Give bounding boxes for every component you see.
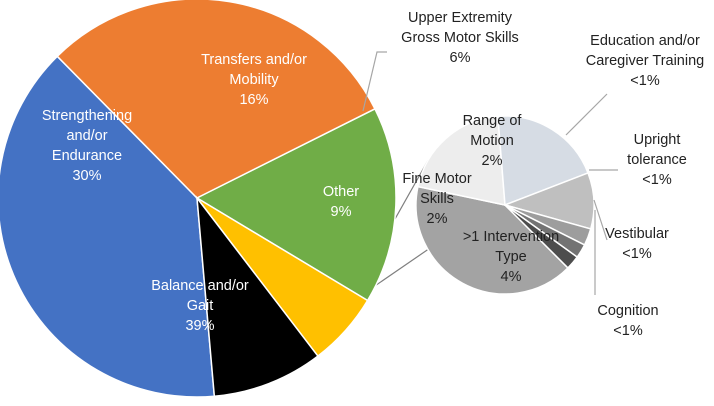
leader-line-upper-extremity — [362, 51, 387, 112]
sub-label-line: 2% — [427, 211, 448, 227]
sub-label-line: tolerance — [627, 152, 687, 168]
main-label-line: Gross Motor Skills — [401, 30, 519, 46]
main-label-line: Balance and/or — [151, 278, 249, 294]
main-slice-transfers-and-or-mobility-16 — [195, 107, 397, 302]
sub-label-line: <1% — [613, 323, 643, 339]
sub-label-line: 2% — [482, 153, 503, 169]
sub-label-line: >1 Intervention — [463, 229, 559, 245]
main-label-line: Strengthening — [42, 108, 132, 124]
main-label-line: Transfers and/or — [201, 52, 307, 68]
main-pie — [0, 0, 397, 398]
sub-label-cognition-1: Cognition <1% — [597, 303, 658, 339]
main-label-line: 16% — [239, 92, 268, 108]
main-label-line: Mobility — [229, 72, 279, 88]
secondary-pie — [415, 115, 595, 295]
sub-slice-1-intervention-type-4 — [415, 185, 569, 295]
sub-label-line: <1% — [642, 172, 672, 188]
sub-label-range-of-motion-2: Range of Motion 2% — [463, 113, 523, 169]
sub-label-line: Skills — [420, 191, 454, 207]
sub-slice-fine-motor-skills-2 — [417, 115, 506, 206]
sub-label-line: Type — [495, 249, 526, 265]
sub-label-line: Fine Motor — [402, 171, 471, 187]
sub-label-line: <1% — [622, 246, 652, 262]
main-label-line: 30% — [72, 168, 101, 184]
leader-line-education-and-or-caregiver-training-1 — [565, 93, 608, 136]
main-label-line: Upper Extremity — [408, 10, 513, 26]
sub-label-line: Education and/or — [590, 33, 700, 49]
main-label-line: 6% — [450, 50, 471, 66]
leader-line-vestibular-1 — [593, 199, 608, 241]
sub-label-upright-tolerance-1: Upright tolerance <1% — [627, 132, 687, 188]
main-label-line: Gait — [187, 298, 214, 314]
main-label-line: and/or — [66, 128, 107, 144]
main-label-other-9: Other 9% — [323, 184, 359, 220]
sub-label-line: Cognition — [597, 303, 658, 319]
sub-label-line: Upright — [634, 132, 681, 148]
main-label-line: Endurance — [52, 148, 122, 164]
sub-label-line: Motion — [470, 133, 514, 149]
sub-label-line: Vestibular — [605, 226, 669, 242]
main-label-line: 9% — [331, 204, 352, 220]
sub-label-line: Caregiver Training — [586, 53, 704, 69]
main-slice-balance-and-or-gait-39 — [0, 55, 216, 398]
sub-label-line: Range of — [463, 113, 523, 129]
sub-label-vestibular-1: Vestibular <1% — [605, 226, 669, 262]
sub-label-line: 4% — [501, 269, 522, 285]
main-label-line: Other — [323, 184, 359, 200]
sub-label-line: <1% — [630, 73, 660, 89]
sub-slice-range-of-motion-2 — [497, 115, 589, 207]
main-slice-other-9 — [196, 195, 319, 398]
main-label-line: 39% — [185, 318, 214, 334]
sub-slice-cognition-1 — [504, 204, 579, 269]
leader-lines — [362, 51, 618, 295]
